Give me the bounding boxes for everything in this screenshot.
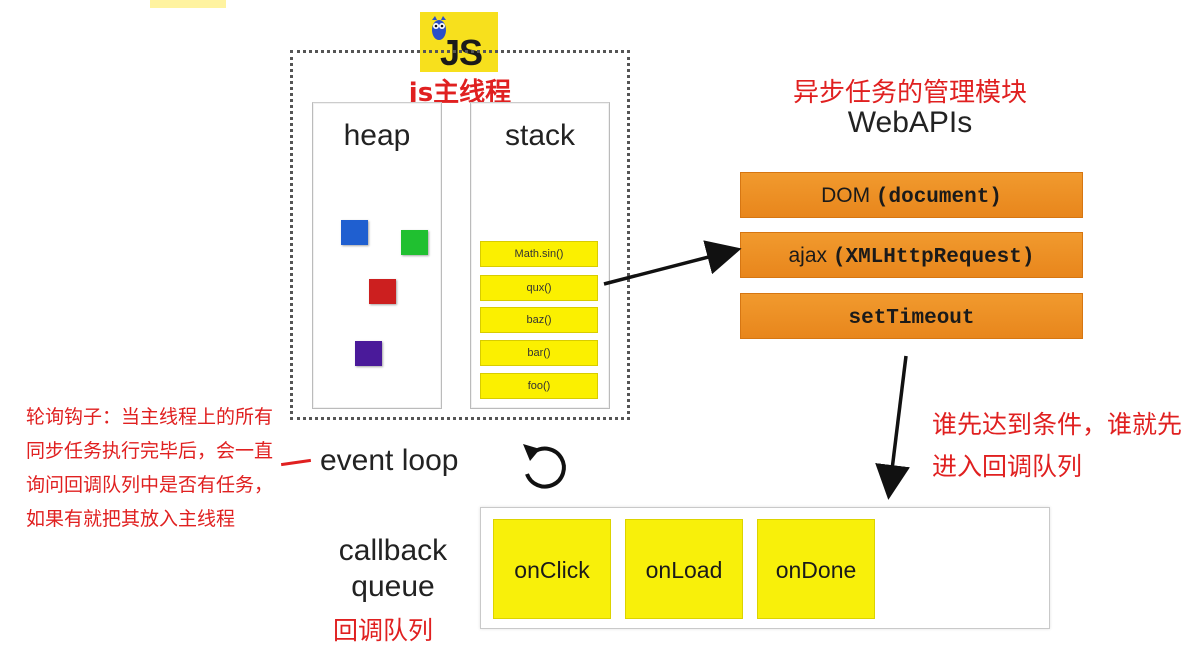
api-box-dom: DOM (document) xyxy=(740,172,1083,218)
api-box-mono: (XMLHttpRequest) xyxy=(832,246,1035,269)
webapis-title-cn: 异步任务的管理模块 xyxy=(792,78,1027,108)
heap-object-red xyxy=(369,279,396,304)
heap-object-blue xyxy=(341,220,368,245)
callback-queue-label-line1: callback xyxy=(338,534,448,567)
queue-rule-note: 谁先达到条件，谁就先进入回调队列 xyxy=(932,410,1183,481)
callback-queue-label-cn: 回调队列 xyxy=(333,616,434,645)
callback-queue-label: callback queue xyxy=(318,533,468,605)
top-highlight xyxy=(150,0,226,8)
callback-queue-label-line2: queue xyxy=(351,570,435,603)
webapis-title: WebAPIs xyxy=(847,106,973,139)
api-box-mono: (document) xyxy=(875,186,1002,209)
js-runtime-container xyxy=(290,50,630,420)
heap-object-green xyxy=(401,230,428,255)
stack-frame: qux() xyxy=(480,275,598,301)
heap-object-purple xyxy=(355,341,382,366)
stack-frame: baz() xyxy=(480,307,598,333)
arrow-stack-to-webapis xyxy=(603,240,742,286)
queue-item-onload: onLoad xyxy=(625,519,743,619)
owl-mascot-icon xyxy=(432,16,446,40)
queue-item-onclick: onClick xyxy=(493,519,611,619)
arrow-webapis-to-queue xyxy=(875,355,910,500)
event-loop-cycle-icon xyxy=(523,444,566,489)
queue-item-ondone: onDone xyxy=(757,519,875,619)
heap-label: heap xyxy=(343,119,411,152)
event-loop-label: event loop xyxy=(320,444,459,477)
api-box-plain: DOM xyxy=(821,184,876,207)
stack-frame: Math.sin() xyxy=(480,241,598,267)
stack-frame: foo() xyxy=(480,373,598,399)
api-box-settimeout: setTimeout xyxy=(740,293,1083,339)
event-loop-note: 轮询钩子：当主线程上的所有同步任务执行完毕后，会一直询问回调队列中是否有任务，如… xyxy=(26,406,274,530)
stack-frame: bar() xyxy=(480,340,598,366)
api-box-plain: ajax xyxy=(788,244,833,267)
stack-label: stack xyxy=(504,119,576,152)
heap-panel: heap xyxy=(312,102,442,409)
api-box-mono: setTimeout xyxy=(848,307,975,330)
